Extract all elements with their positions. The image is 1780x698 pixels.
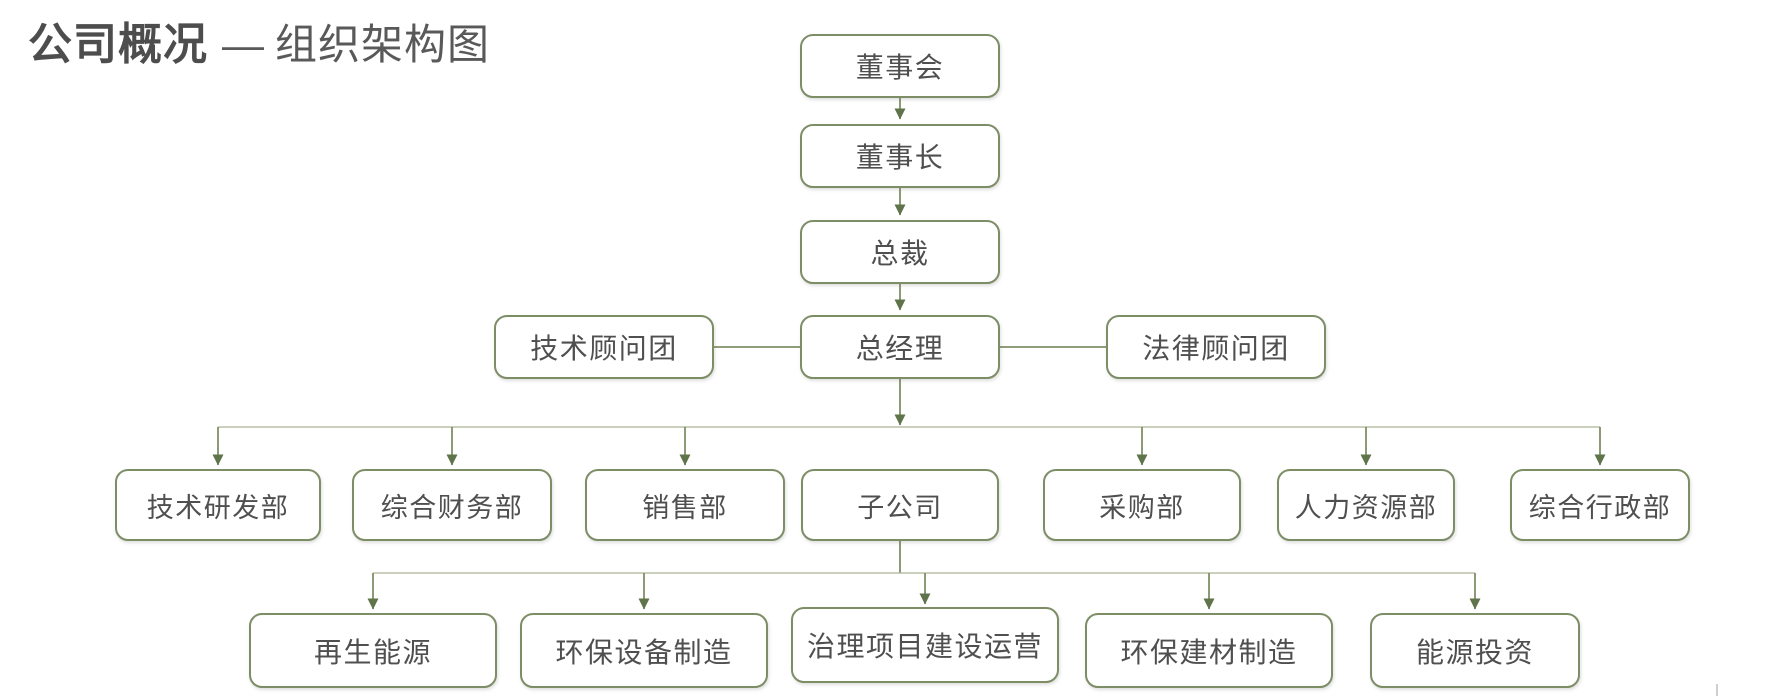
org-node-dept-finance: 综合财务部 (352, 469, 552, 541)
org-node-sub-env-equipment: 环保设备制造 (520, 613, 768, 688)
org-node-dept-procurement: 采购部 (1043, 469, 1241, 541)
org-node-chairman: 董事长 (800, 124, 1000, 188)
org-node-general-manager: 总经理 (800, 315, 1000, 379)
org-node-dept-hr: 人力资源部 (1277, 469, 1455, 541)
org-node-dept-rnd: 技术研发部 (115, 469, 321, 541)
page-title-separator: — (222, 21, 265, 68)
org-node-sub-renewable-energy: 再生能源 (249, 613, 497, 688)
page-title-primary: 公司概况 (28, 20, 208, 69)
page-title: 公司概况 —组织架构图 (28, 8, 490, 72)
org-node-president: 总裁 (800, 220, 1000, 284)
org-node-dept-admin: 综合行政部 (1510, 469, 1690, 541)
org-node-dept-subsidiaries: 子公司 (801, 469, 999, 541)
org-node-sub-energy-investment: 能源投资 (1370, 613, 1580, 688)
page-title-secondary: 组织架构图 (275, 21, 491, 68)
org-node-sub-governance-projects: 治理项目建设运营 (791, 607, 1059, 683)
page-edge-mark (1716, 684, 1718, 696)
org-node-board: 董事会 (800, 34, 1000, 98)
org-node-legal-advisory: 法律顾问团 (1106, 315, 1326, 379)
org-node-dept-sales: 销售部 (585, 469, 785, 541)
org-node-tech-advisory: 技术顾问团 (494, 315, 714, 379)
org-node-sub-env-materials: 环保建材制造 (1085, 613, 1333, 688)
